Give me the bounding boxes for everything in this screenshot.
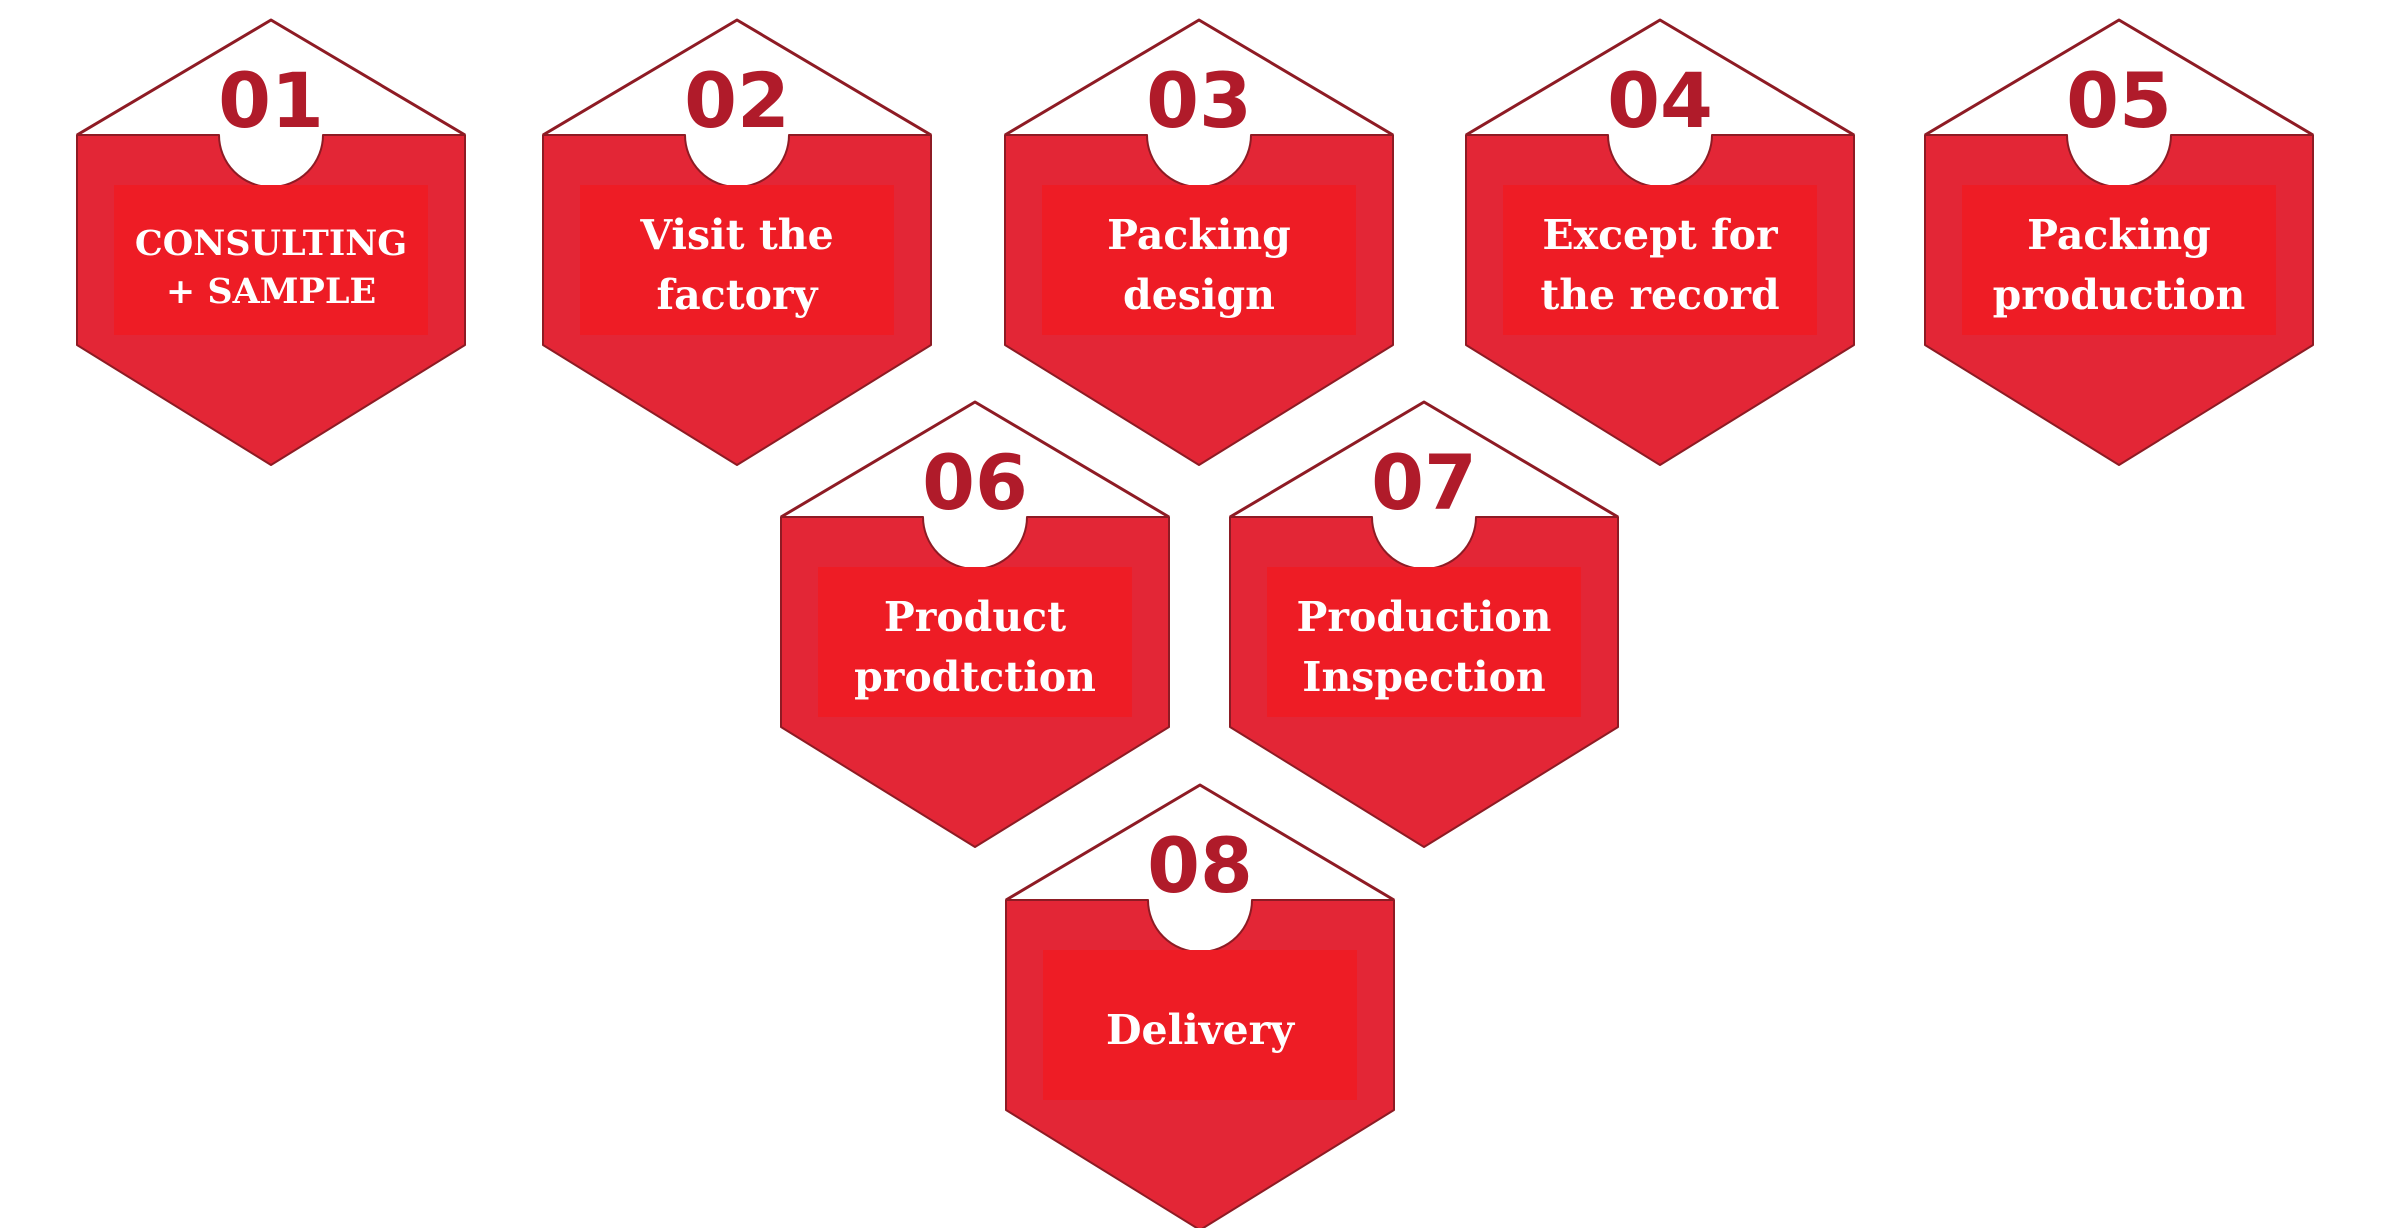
label-box bbox=[1503, 185, 1817, 335]
hexagon-roof bbox=[780, 400, 1170, 519]
step-label-line: design bbox=[1123, 271, 1275, 319]
hexagon-roof bbox=[76, 18, 466, 137]
step-label-line: prodtction bbox=[854, 653, 1096, 701]
step-label-line: CONSULTING bbox=[135, 223, 407, 264]
step-number: 06 bbox=[922, 438, 1028, 527]
label-box bbox=[114, 185, 428, 335]
step-label-line: production bbox=[1993, 271, 2246, 319]
step-number: 05 bbox=[2066, 56, 2172, 145]
step-label-line: Delivery bbox=[1106, 1006, 1295, 1054]
step-number: 08 bbox=[1147, 821, 1253, 910]
label-box bbox=[1267, 567, 1581, 717]
step-label-line: Inspection bbox=[1302, 653, 1545, 701]
step-label-line: Product bbox=[884, 593, 1066, 641]
step-label-line: Packing bbox=[1107, 211, 1291, 259]
step-label-line: factory bbox=[657, 271, 819, 319]
step-number: 04 bbox=[1607, 56, 1713, 145]
step-number: 02 bbox=[684, 56, 790, 145]
hexagon-roof bbox=[542, 18, 932, 137]
step-number: 03 bbox=[1146, 56, 1252, 145]
hexagon-roof bbox=[1004, 18, 1394, 137]
step-label-line: Production bbox=[1297, 593, 1552, 641]
step-number: 07 bbox=[1371, 438, 1477, 527]
hexagon-roof bbox=[1924, 18, 2314, 137]
step-label-line: Visit the bbox=[639, 211, 833, 259]
hexagon-roof bbox=[1465, 18, 1855, 137]
label-box bbox=[580, 185, 894, 335]
step-label-line: the record bbox=[1540, 271, 1779, 319]
hexagon-roof bbox=[1005, 783, 1395, 902]
label-box bbox=[1042, 185, 1356, 335]
step-number: 01 bbox=[218, 56, 324, 145]
step-label-line: Packing bbox=[2027, 211, 2211, 259]
step-label-line: Except for bbox=[1542, 211, 1779, 259]
label-box bbox=[1962, 185, 2276, 335]
hexagon-roof bbox=[1229, 400, 1619, 519]
label-box bbox=[818, 567, 1132, 717]
label-box bbox=[1043, 950, 1357, 1100]
step-label-line: + SAMPLE bbox=[166, 271, 376, 312]
